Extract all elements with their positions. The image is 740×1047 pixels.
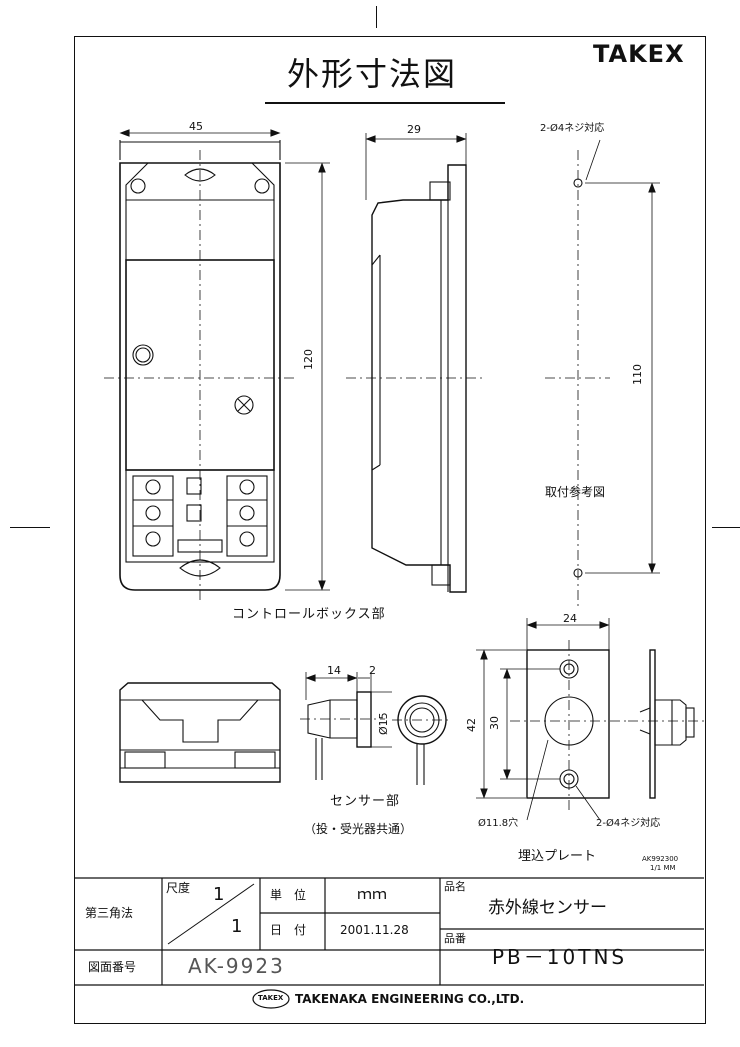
- sensor-front-view: [392, 695, 452, 785]
- tb-part-value: PB－10TNS: [492, 945, 628, 969]
- dim-sensor-diameter: Ø15: [377, 712, 390, 735]
- control-box-front-view: [104, 129, 330, 600]
- crop-mark-left: [10, 527, 50, 528]
- crop-mark-top: [376, 6, 377, 28]
- label-sensor-note: （投・受光器共通）: [304, 822, 413, 836]
- tb-drawing-no-value: AK-9923: [188, 954, 285, 978]
- dim-mount-holes: 2-Ø4ネジ対応: [540, 123, 605, 134]
- dim-mount-pitch: 110: [631, 364, 644, 385]
- tb-scale-label: 尺度: [166, 881, 191, 895]
- mounting-reference-view: [545, 139, 660, 610]
- company-logo: TAKEX: [258, 994, 284, 1002]
- company-name: TAKENAKA ENGINEERING CO.,LTD.: [295, 992, 525, 1006]
- label-sensor-part: センサー部: [330, 794, 401, 809]
- embedded-plate-view: [476, 618, 628, 821]
- tb-scale-den: 1: [231, 916, 243, 937]
- page-title: 外形寸法図: [287, 55, 458, 93]
- tb-name-label: 品名: [444, 880, 466, 893]
- title-block-lines: [75, 877, 704, 1009]
- tb-unit-value: ｍｍ: [357, 885, 388, 903]
- crop-mark-right: [712, 527, 740, 528]
- dim-sensor-flange: 2: [369, 664, 376, 677]
- label-control-box: コントロールボックス部: [232, 607, 386, 622]
- tb-date-label: 日 付: [270, 923, 307, 937]
- dim-box-depth: 29: [407, 123, 421, 136]
- dim-plate-screws: 2-Ø4ネジ対応: [596, 818, 661, 829]
- tb-unit-label: 単 位: [270, 888, 307, 902]
- tb-projection: 第三角法: [85, 906, 134, 920]
- brand-logo: TAKEX: [593, 40, 685, 68]
- dim-plate-height: 42: [465, 718, 478, 732]
- control-box-side-view: [346, 133, 484, 593]
- dim-plate-hole: Ø11.8穴: [478, 818, 519, 829]
- dim-sensor-length: 14: [327, 664, 341, 677]
- dim-plate-width: 24: [563, 612, 577, 625]
- dim-box-width: 45: [189, 120, 203, 133]
- tb-name-value: 赤外線センサー: [488, 898, 607, 918]
- label-mount-ref: 取付参考図: [545, 485, 606, 499]
- tb-scale-num: 1: [213, 884, 225, 905]
- ref-code: AK992300: [642, 855, 679, 863]
- sensor-side-view: [300, 672, 392, 780]
- tb-date-value: 2001.11.28: [340, 923, 409, 937]
- dim-box-height: 120: [302, 349, 315, 370]
- ref-scale: 1/1 MM: [650, 864, 676, 872]
- tb-drawing-no-label: 図面番号: [88, 960, 137, 974]
- title-underline: [265, 102, 505, 104]
- tb-part-label: 品番: [444, 932, 466, 945]
- plate-side-view: [628, 649, 705, 799]
- drawing-frame: [74, 36, 706, 1024]
- dim-plate-pitch: 30: [488, 716, 501, 730]
- control-box-bottom-view: [119, 682, 281, 783]
- label-plate: 埋込プレート: [518, 849, 597, 864]
